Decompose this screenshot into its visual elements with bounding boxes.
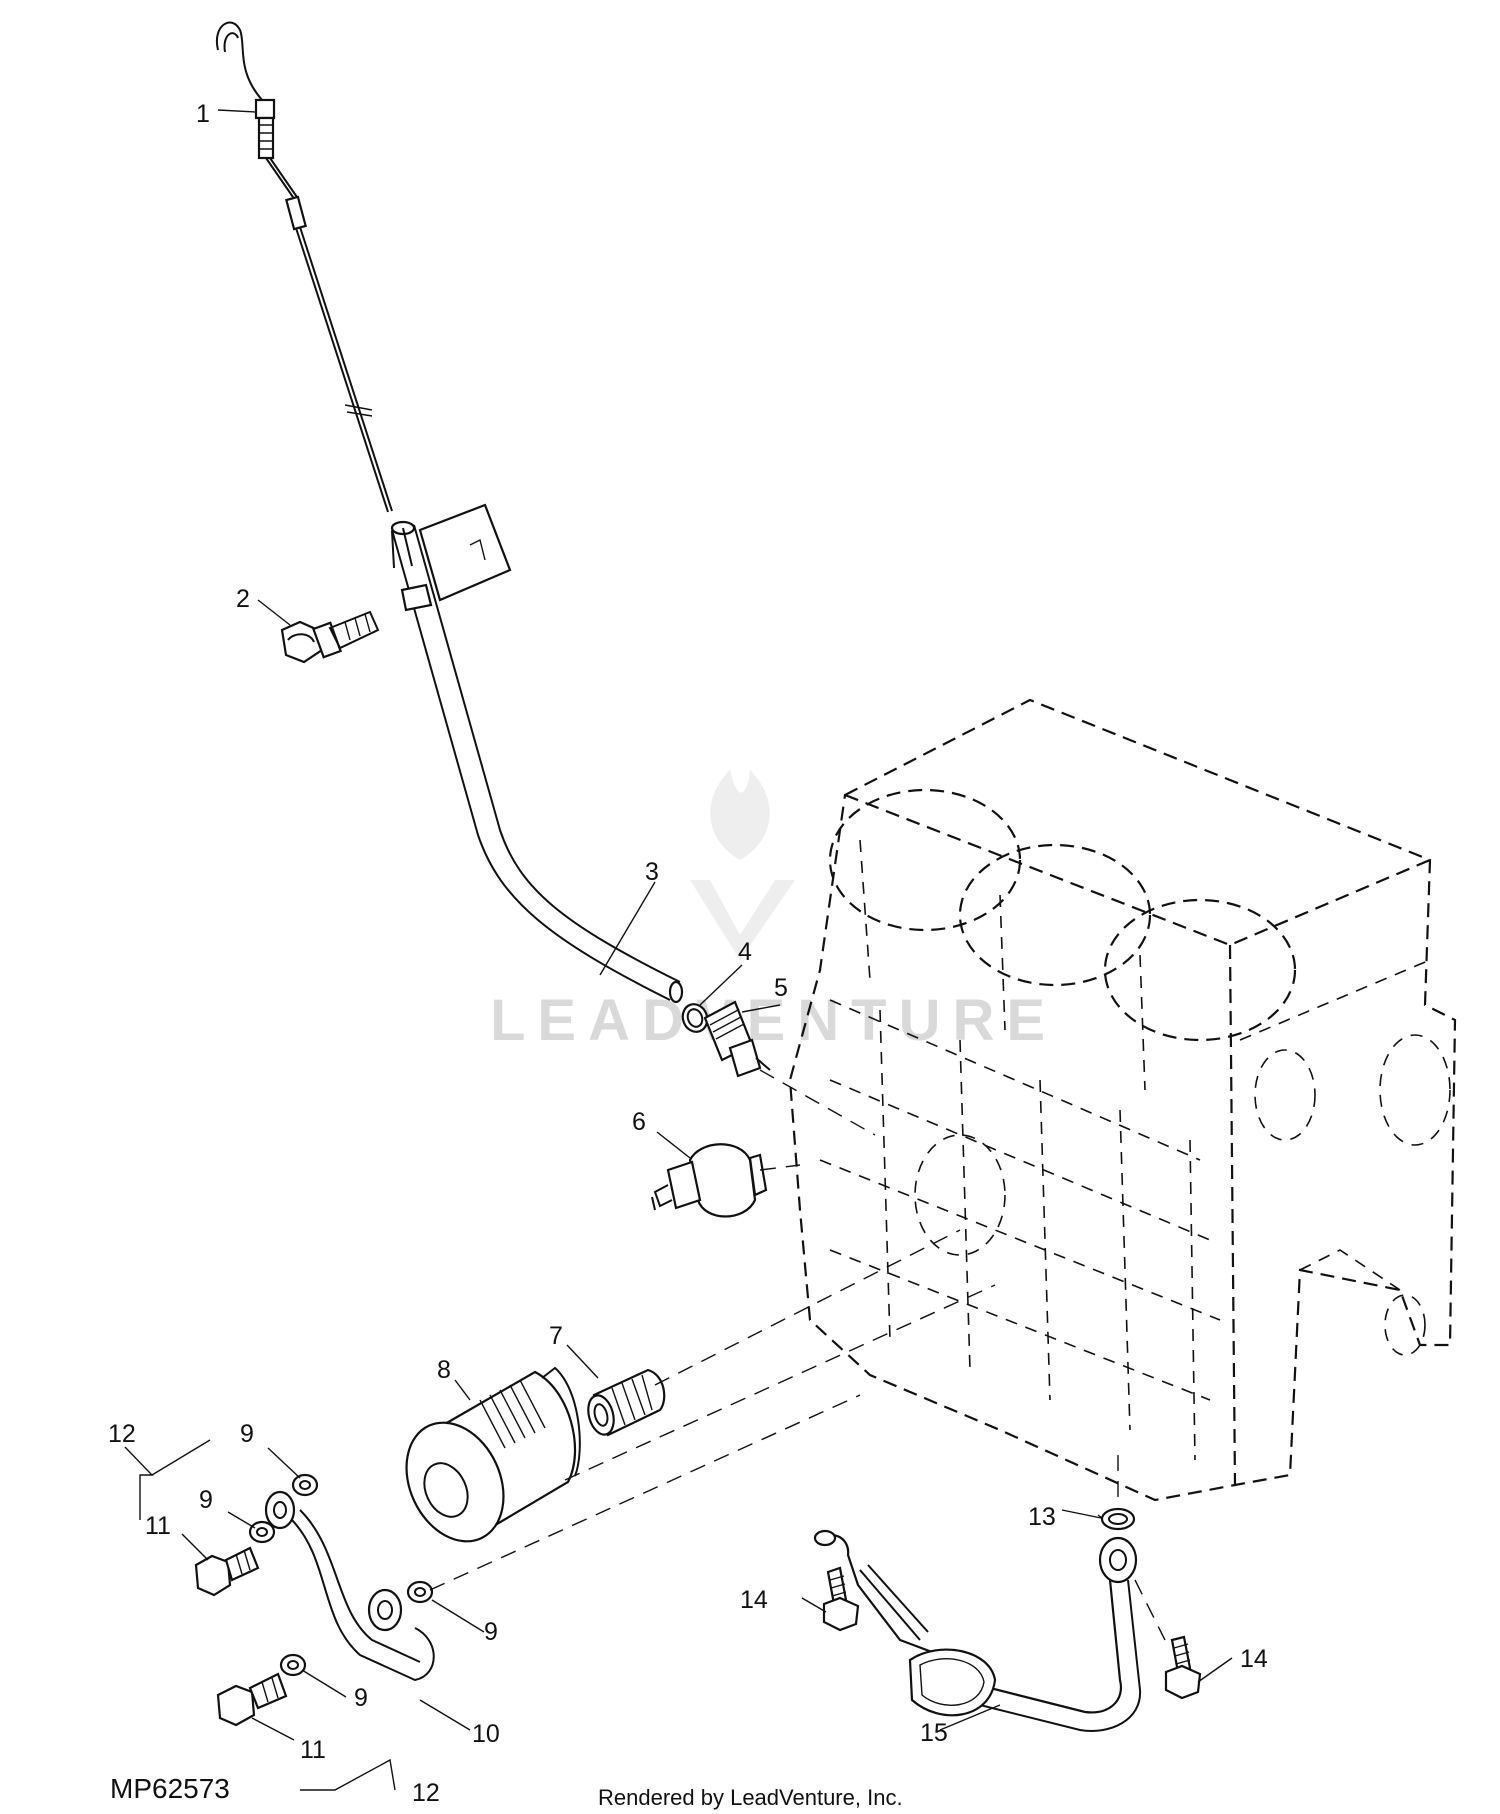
callout-9-c: 9: [484, 1618, 498, 1646]
banjo-bolt-upper: [194, 1546, 260, 1597]
callout-9-b: 9: [199, 1486, 213, 1514]
engine-block: [788, 698, 1457, 1502]
washer: [279, 1653, 307, 1677]
callout-9-d: 9: [354, 1684, 368, 1712]
callout-9-a: 9: [240, 1420, 254, 1448]
callout-1: 1: [196, 100, 210, 128]
callout-12-b: 12: [412, 1779, 440, 1807]
callout-11-b: 11: [300, 1736, 326, 1764]
assembly-lines: [429, 1069, 1166, 1641]
callout-15: 15: [920, 1719, 948, 1747]
washer: [291, 1473, 319, 1497]
filter-nipple: [587, 1368, 666, 1437]
oil-filter: [405, 1366, 581, 1543]
strainer-screw-right: [1164, 1635, 1202, 1700]
callout-7: 7: [549, 1322, 563, 1350]
oil-pressure-switch: [651, 1143, 768, 1218]
watermark-text: LEADVENTURE: [490, 988, 1057, 1053]
oil-pipe: [264, 1490, 435, 1682]
tube-bracket-bolt: [280, 610, 380, 664]
banjo-bolt-lower: [216, 1672, 288, 1727]
callout-11-a: 11: [145, 1512, 171, 1540]
leadventure-logo-icon: [690, 770, 795, 960]
strainer-gasket: [1100, 1507, 1136, 1531]
callout-6: 6: [632, 1108, 646, 1136]
diagram-code: MP62573: [110, 1773, 230, 1804]
washers: [248, 1473, 434, 1677]
callout-13: 13: [1028, 1503, 1056, 1531]
callouts: 1 2 3 4 5 6 7 8 9 9 9 9 10 11 11 12 12 1…: [108, 100, 1268, 1807]
callout-12-a: 12: [108, 1420, 136, 1448]
strainer-screw-left: [822, 1566, 860, 1632]
callout-3: 3: [645, 858, 659, 886]
credit-text: Rendered by LeadVenture, Inc.: [598, 1785, 903, 1810]
watermark: LEADVENTURE: [490, 770, 1057, 1053]
callout-14-a: 14: [740, 1586, 768, 1614]
callout-4: 4: [738, 938, 752, 966]
callout-5: 5: [774, 974, 788, 1002]
tube-adapter: [703, 1000, 771, 1078]
callout-10: 10: [472, 1720, 500, 1748]
callout-2: 2: [236, 585, 250, 613]
washer: [406, 1580, 434, 1604]
washer: [248, 1520, 276, 1544]
oil-strainer: [813, 1529, 1142, 1732]
dipstick-tube: [390, 503, 684, 1004]
dipstick: [215, 21, 393, 513]
callout-14-b: 14: [1240, 1645, 1268, 1673]
callout-8: 8: [437, 1356, 451, 1384]
leader-lines: [124, 109, 1233, 1791]
